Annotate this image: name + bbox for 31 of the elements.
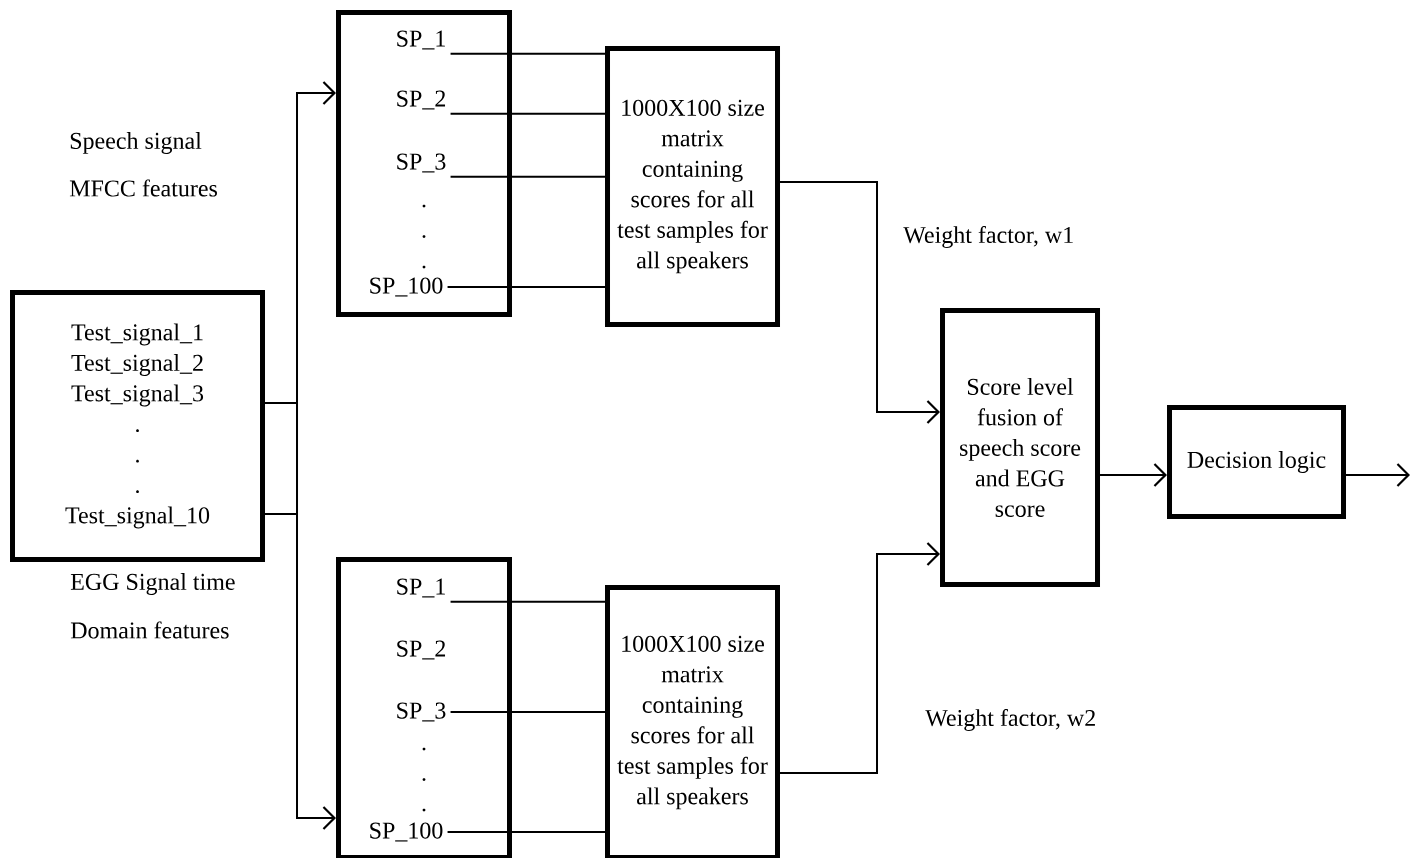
arrow: [264, 402, 336, 830]
arrow: [1345, 463, 1410, 487]
score-matrix-box: 1000X100 size matrix containing scores for all test samples for all speakers: [605, 585, 780, 858]
fusion-box: Score level fusion of speech score and EGG score: [940, 308, 1100, 587]
arrow: [1099, 463, 1167, 487]
score-matrix-box: 1000X100 size matrix containing scores for all test samples for all speakers: [605, 46, 780, 327]
speaker-label: SP_2: [397, 90, 446, 110]
connector-line: [446, 831, 606, 833]
connector-line: [449, 175, 606, 178]
annotation-text: Speech signal: [70, 132, 202, 154]
arrow: [264, 81, 336, 515]
annotation-text: Weight factor, w1: [903, 225, 1073, 249]
annotation-text: MFCC features: [69, 179, 217, 197]
speaker-label: SP_100: [370, 277, 443, 297]
arrow: [779, 542, 940, 774]
speaker-label: SP_1: [397, 30, 445, 50]
connector-line: [446, 286, 606, 288]
connector-line: [449, 600, 606, 603]
decision-box: Decision logic: [1167, 405, 1346, 519]
annotation-text: Weight factor, w2: [925, 708, 1095, 732]
connector-line: [449, 112, 606, 115]
speaker-label: SP_2: [397, 640, 446, 660]
arrow: [779, 181, 940, 424]
speaker-label: SP_3: [397, 702, 446, 722]
speaker-label: SP_100: [370, 822, 443, 842]
connector-line: [449, 711, 606, 713]
signal-list-box: Test_signal_1 Test_signal_2 Test_signal_3 . . . Test_signal_10: [10, 290, 265, 562]
speaker-label: SP_3: [397, 153, 446, 173]
speaker-label: SP_1: [397, 578, 445, 598]
connector-line: [449, 52, 606, 55]
annotation-text: Domain features: [70, 621, 229, 639]
